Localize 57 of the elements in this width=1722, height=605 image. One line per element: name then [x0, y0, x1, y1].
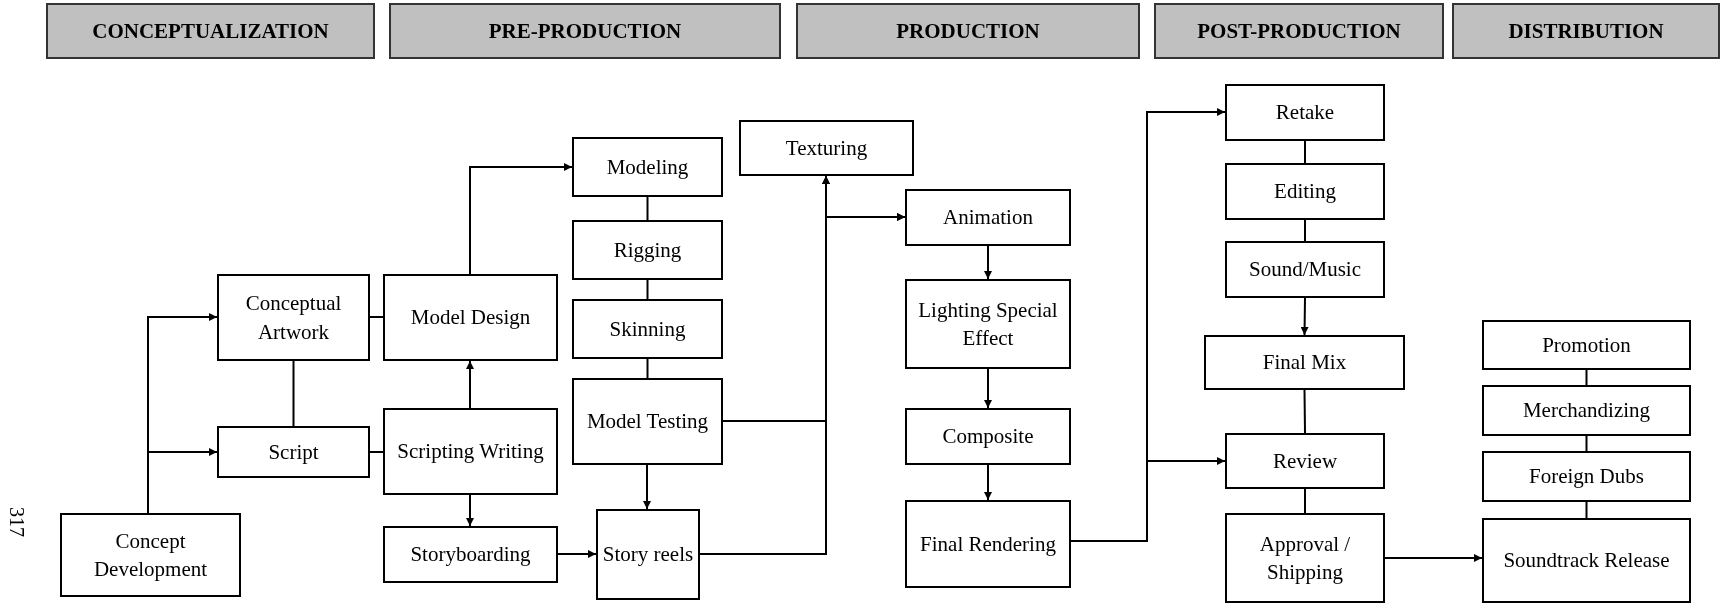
- arrow: [643, 464, 651, 510]
- connector-line: [1304, 488, 1306, 514]
- process-box: Approval / Shipping: [1225, 513, 1385, 603]
- phase-header: DISTRIBUTION: [1452, 3, 1720, 59]
- process-box: Model Testing: [572, 378, 723, 465]
- phase-header: POST-PRODUCTION: [1154, 3, 1444, 59]
- connector-line: [646, 358, 649, 379]
- process-box: Foreign Dubs: [1482, 451, 1691, 502]
- connector-line: [369, 451, 384, 453]
- process-box: Sound/Music: [1225, 241, 1385, 298]
- process-box: Review: [1225, 433, 1385, 489]
- arrow: [984, 368, 992, 409]
- process-box: Script: [217, 426, 370, 478]
- phase-header: PRODUCTION: [796, 3, 1140, 59]
- arrow: [984, 464, 992, 501]
- connector-line: [1303, 389, 1306, 434]
- arrow: [1300, 297, 1309, 336]
- process-box: Modeling: [572, 137, 723, 197]
- phase-header: PRE-PRODUCTION: [389, 3, 781, 59]
- process-box: Composite: [905, 408, 1071, 465]
- arrow: [984, 245, 992, 280]
- process-box: Editing: [1225, 163, 1385, 220]
- process-box: Skinning: [572, 299, 723, 359]
- arrow: [147, 448, 218, 514]
- process-box: Merchandizing: [1482, 385, 1691, 436]
- process-box: Soundtrack Release: [1482, 518, 1691, 603]
- process-box: Storyboarding: [383, 526, 558, 583]
- arrow: [466, 360, 474, 409]
- process-box: Final Mix: [1204, 335, 1405, 390]
- process-box: Retake: [1225, 84, 1385, 141]
- connector-line: [369, 316, 384, 318]
- page-number: 317: [7, 507, 27, 537]
- arrow: [557, 550, 597, 558]
- process-box: Concept Development: [60, 513, 241, 597]
- arrow: [466, 494, 474, 527]
- connector-line: [646, 196, 649, 221]
- connector-line: [1304, 219, 1306, 242]
- process-box: Animation: [905, 189, 1071, 246]
- process-box: Rigging: [572, 220, 723, 280]
- connector-line: [1585, 435, 1588, 452]
- arrow: [1384, 554, 1483, 562]
- connector-line: [1585, 501, 1588, 519]
- process-box: Final Rendering: [905, 500, 1071, 588]
- process-box: Conceptual Artwork: [217, 274, 370, 361]
- connector-line: [292, 360, 295, 427]
- phase-header: CONCEPTUALIZATION: [46, 3, 375, 59]
- process-box: Model Design: [383, 274, 558, 361]
- arrow: [1070, 457, 1226, 542]
- connector-line: [1304, 140, 1306, 164]
- process-box: Promotion: [1482, 320, 1691, 370]
- process-box: Lighting Special Effect: [905, 279, 1071, 369]
- process-box: Story reels: [596, 509, 700, 600]
- process-box: Texturing: [739, 120, 914, 176]
- process-box: Scripting Writing: [383, 408, 558, 495]
- connector-line: [1585, 369, 1588, 386]
- connector-line: [646, 279, 649, 300]
- arrow: [469, 163, 573, 275]
